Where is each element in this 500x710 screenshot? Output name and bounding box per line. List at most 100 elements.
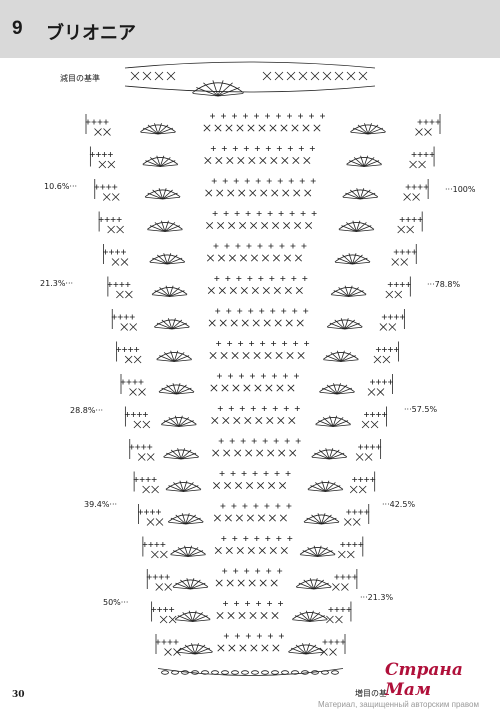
chain-stitch-symbol: [125, 282, 131, 287]
right-percentage-4: ···42.5%: [382, 500, 416, 509]
double-crochet-spoke: [342, 196, 361, 200]
double-crochet-spoke: [147, 192, 163, 200]
double-crochet-spoke: [171, 326, 190, 330]
double-crochet-spoke: [294, 615, 311, 622]
double-crochet-spoke: [364, 164, 382, 167]
single-crochet-symbol: [292, 157, 300, 164]
chain-stitch-symbol: [215, 308, 221, 314]
chain-stitch-symbol: [382, 379, 387, 385]
chain-stitch-symbol: [265, 113, 270, 119]
single-crochet-symbol: [293, 189, 301, 197]
chain-stitch-symbol: [220, 503, 226, 509]
chain-stitch-symbol: [289, 211, 295, 216]
single-crochet-symbol: [164, 583, 173, 591]
double-crochet-spoke: [367, 131, 386, 135]
single-crochet-symbol: [213, 482, 221, 489]
double-crochet-spoke: [348, 290, 364, 297]
single-crochet-symbol: [224, 482, 232, 489]
fan-arc: [156, 352, 193, 360]
chain-stitch-symbol: [309, 146, 315, 151]
chain-stitch-symbol: [260, 373, 266, 379]
double-crochet-spoke: [177, 615, 193, 622]
double-crochet-spoke: [154, 326, 172, 330]
single-crochet-symbol: [221, 384, 229, 392]
single-crochet-symbol: [273, 287, 281, 294]
double-crochet-spoke: [173, 550, 189, 557]
top-row-cross: [322, 71, 332, 81]
single-crochet-symbol: [358, 485, 367, 494]
fan-arc: [170, 547, 206, 555]
single-crochet-symbol: [274, 319, 282, 327]
double-crochet-spoke: [174, 359, 192, 362]
watermark-subtext: Материал, защищенный авторским правом: [318, 700, 479, 709]
crochet-chart: [85, 61, 441, 676]
chain-stitch-symbol: [364, 412, 370, 417]
fan-arc: [174, 612, 211, 620]
chain-stitch-symbol: [287, 536, 293, 541]
double-crochet-spoke: [329, 456, 347, 460]
double-crochet-spoke: [288, 651, 307, 655]
double-crochet-spoke: [217, 93, 244, 97]
chain-stitch-symbol: [278, 211, 284, 216]
double-crochet-spoke: [335, 261, 353, 265]
single-crochet-symbol: [239, 222, 247, 229]
chain-stitch-symbol: [169, 607, 175, 612]
chain-stitch-symbol: [411, 152, 417, 157]
single-crochet-symbol: [409, 160, 417, 169]
double-crochet-spoke: [170, 554, 189, 557]
chain-stitch-symbol: [225, 276, 231, 281]
double-crochet-spoke: [194, 651, 213, 655]
single-crochet-symbol: [257, 514, 265, 522]
chain-stitch-symbol: [100, 184, 106, 190]
double-crochet-spoke: [156, 322, 173, 330]
single-crochet-symbol: [215, 157, 223, 164]
chain-stitch-symbol: [245, 211, 251, 216]
single-crochet-symbol: [219, 319, 227, 327]
pattern-title: ブリオニア: [46, 23, 136, 44]
single-crochet-symbol: [261, 222, 269, 229]
chain-stitch-symbol: [340, 607, 346, 612]
chain-stitch-symbol: [250, 406, 256, 411]
double-crochet-spoke: [176, 387, 192, 395]
single-crochet-symbol: [238, 189, 246, 197]
single-crochet-symbol: [164, 648, 172, 656]
single-crochet-symbol: [151, 485, 159, 494]
fan-arc: [288, 644, 324, 653]
single-crochet-symbol: [275, 352, 283, 359]
right-percentage-5: ···21.3%: [360, 593, 394, 602]
double-crochet-spoke: [168, 521, 186, 525]
double-crochet-spoke: [190, 586, 208, 590]
single-crochet-symbol: [248, 157, 256, 164]
chain-stitch-symbol: [281, 308, 287, 314]
chain-stitch-symbol: [411, 184, 417, 190]
chain-stitch-symbol: [161, 639, 167, 645]
single-crochet-symbol: [250, 644, 258, 652]
chain-stitch-symbol: [112, 184, 118, 190]
chain-stitch-symbol: [231, 503, 237, 509]
double-crochet-spoke: [162, 196, 181, 200]
fan-arc: [303, 514, 340, 523]
chain-stitch-symbol: [164, 574, 170, 580]
single-crochet-symbol: [326, 615, 334, 624]
double-crochet-spoke: [350, 131, 369, 135]
chain-stitch-symbol: [211, 178, 217, 184]
chain-stitch-symbol: [234, 633, 240, 639]
chain-stitch-symbol: [376, 379, 381, 385]
chain-stitch-symbol: [222, 568, 228, 574]
double-crochet-spoke: [194, 647, 211, 655]
single-crochet-symbol: [237, 157, 245, 164]
double-crochet-spoke: [145, 196, 163, 200]
double-crochet-spoke: [309, 615, 325, 622]
single-crochet-symbol: [415, 128, 423, 136]
single-crochet-symbol: [329, 648, 337, 656]
chain-stitch-symbol: [167, 639, 173, 645]
chain-stitch-symbol: [218, 438, 224, 444]
single-crochet-symbol: [264, 352, 272, 359]
single-crochet-symbol: [268, 514, 276, 522]
single-crochet-symbol: [240, 287, 248, 294]
single-crochet-symbol: [361, 420, 370, 429]
chain-stitch-symbol: [322, 639, 328, 645]
chain-stitch-symbol: [256, 211, 262, 216]
double-crochet-spoke: [331, 294, 349, 297]
double-crochet-spoke: [142, 127, 159, 135]
